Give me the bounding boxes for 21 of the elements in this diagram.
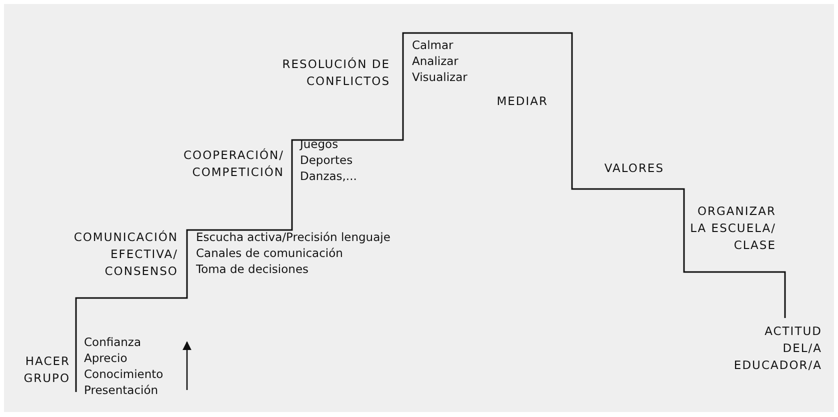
step-label: ORGANIZAR LA ESCUELA/ CLASE	[689, 203, 776, 254]
step-item: Escucha activa/Precisión lenguaje	[196, 229, 390, 245]
step-item: Calmar	[412, 37, 454, 53]
step-item: Presentación	[84, 382, 158, 398]
step-item: Deportes	[300, 152, 353, 168]
step-item: Danzas,...	[300, 168, 357, 184]
step-item: Juegos	[300, 136, 338, 152]
step-item: Confianza	[84, 334, 142, 350]
step-label: VALORES	[603, 160, 664, 177]
step-heading: HACER GRUPO	[22, 353, 70, 387]
step-item: Conocimiento	[84, 366, 164, 382]
step-label: ACTITUD DEL/A EDUCADOR/A	[732, 323, 822, 374]
step-item: Aprecio	[84, 350, 128, 366]
step-item: Canales de comunicación	[196, 245, 343, 261]
step-item: Analizar	[412, 53, 458, 69]
step-label: MEDIAR	[496, 93, 548, 110]
step-item: Toma de decisiones	[196, 261, 309, 277]
step-heading: COMUNICACIÓN EFECTIVA/ CONSENSO	[72, 229, 178, 280]
step-heading: RESOLUCIÓN DE CONFLICTOS	[281, 56, 390, 90]
step-item: Visualizar	[412, 69, 468, 85]
step-heading: COOPERACIÓN/ COMPETICIÓN	[182, 147, 284, 181]
